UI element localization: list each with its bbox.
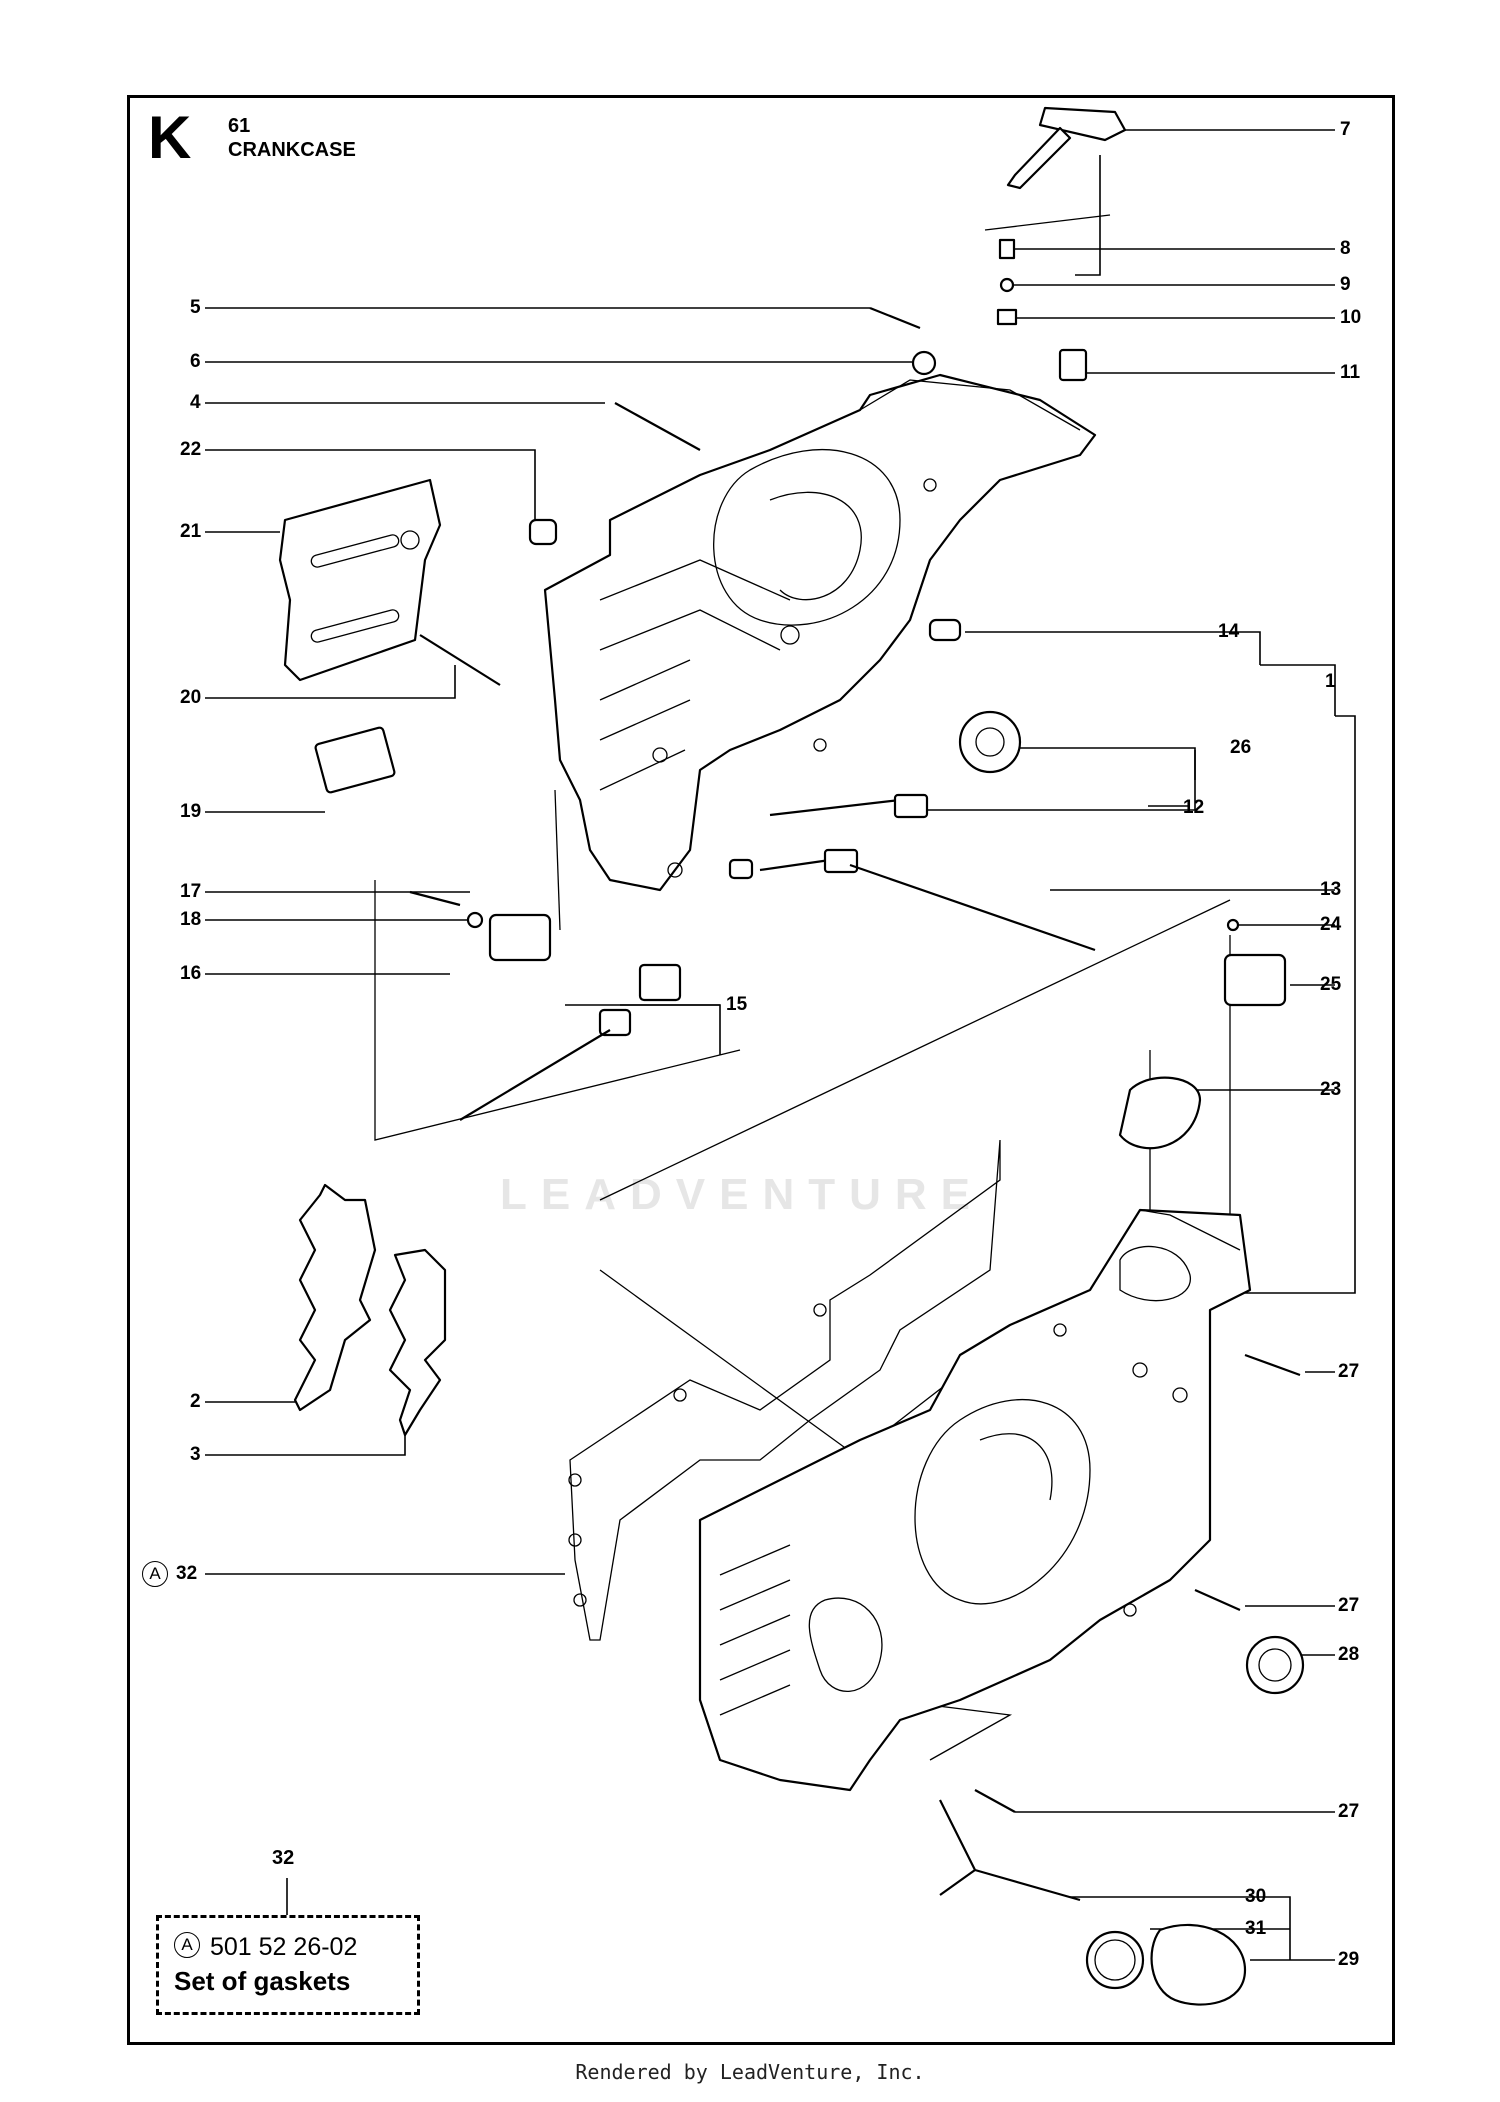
callout-21: 21 <box>180 521 202 542</box>
callout-14: 14 <box>1218 621 1240 642</box>
callout-27-top: 27 <box>1338 1361 1360 1382</box>
callout-16: 16 <box>180 963 202 984</box>
kit-legend-marker: A <box>174 1932 200 1958</box>
callout-11: 11 <box>1340 362 1361 383</box>
callout-22: 22 <box>180 439 202 460</box>
small-parts <box>314 106 1305 2006</box>
callout-7: 7 <box>1340 119 1351 140</box>
section-letter: K <box>148 104 192 171</box>
callout-1: 1 <box>1325 671 1336 692</box>
kit-description: Set of gaskets <box>174 1966 351 1996</box>
kit-marker-circle: A <box>142 1561 168 1587</box>
diagram-frame <box>127 95 1395 2045</box>
callout-9: 9 <box>1340 274 1351 295</box>
callout-30: 30 <box>1245 1886 1267 1907</box>
footer-credit: Rendered by LeadVenture, Inc. <box>575 2060 925 2084</box>
lower-crankcase-half <box>698 1208 1252 1792</box>
callout-27-middle: 27 <box>1338 1595 1360 1616</box>
callout-31: 31 <box>1245 1918 1267 1939</box>
callout-18: 18 <box>180 909 202 930</box>
callout-24: 24 <box>1320 914 1342 935</box>
upper-crankcase-half <box>543 373 1097 892</box>
callout-6: 6 <box>190 351 201 372</box>
callout-2: 2 <box>190 1391 201 1412</box>
leader-lines <box>205 129 1356 1961</box>
bar-plate-21 <box>278 478 442 682</box>
chain-guard-plates <box>293 1183 447 1437</box>
kit-legend-box <box>156 1915 420 2015</box>
callout-17: 17 <box>180 881 202 902</box>
watermark-text: LEADVENTURE <box>500 1170 985 1219</box>
gasket-32 <box>568 1139 1001 1641</box>
kit-part-number: 501 52 26-02 <box>210 1933 358 1961</box>
callout-8: 8 <box>1340 238 1351 259</box>
callout-13: 13 <box>1320 879 1342 900</box>
callout-15: 15 <box>726 994 748 1015</box>
callout-19: 19 <box>180 801 202 822</box>
callout-20: 20 <box>180 687 202 708</box>
callout-32: 32 <box>176 1563 198 1584</box>
callout-10: 10 <box>1340 307 1362 328</box>
callout-29: 29 <box>1338 1949 1360 1970</box>
callout-27-bottom: 27 <box>1338 1801 1360 1822</box>
callout-12: 12 <box>1183 797 1205 818</box>
callout-26: 26 <box>1230 737 1252 758</box>
section-number: 61 <box>228 115 251 137</box>
callout-5: 5 <box>190 297 201 318</box>
callout-28: 28 <box>1338 1644 1360 1665</box>
callout-25: 25 <box>1320 974 1342 995</box>
callout-4: 4 <box>190 392 201 413</box>
kit-callout-number: 32 <box>272 1847 295 1869</box>
callout-3: 3 <box>190 1444 201 1465</box>
section-title: CRANKCASE <box>228 139 356 161</box>
callout-23: 23 <box>1320 1079 1342 1100</box>
